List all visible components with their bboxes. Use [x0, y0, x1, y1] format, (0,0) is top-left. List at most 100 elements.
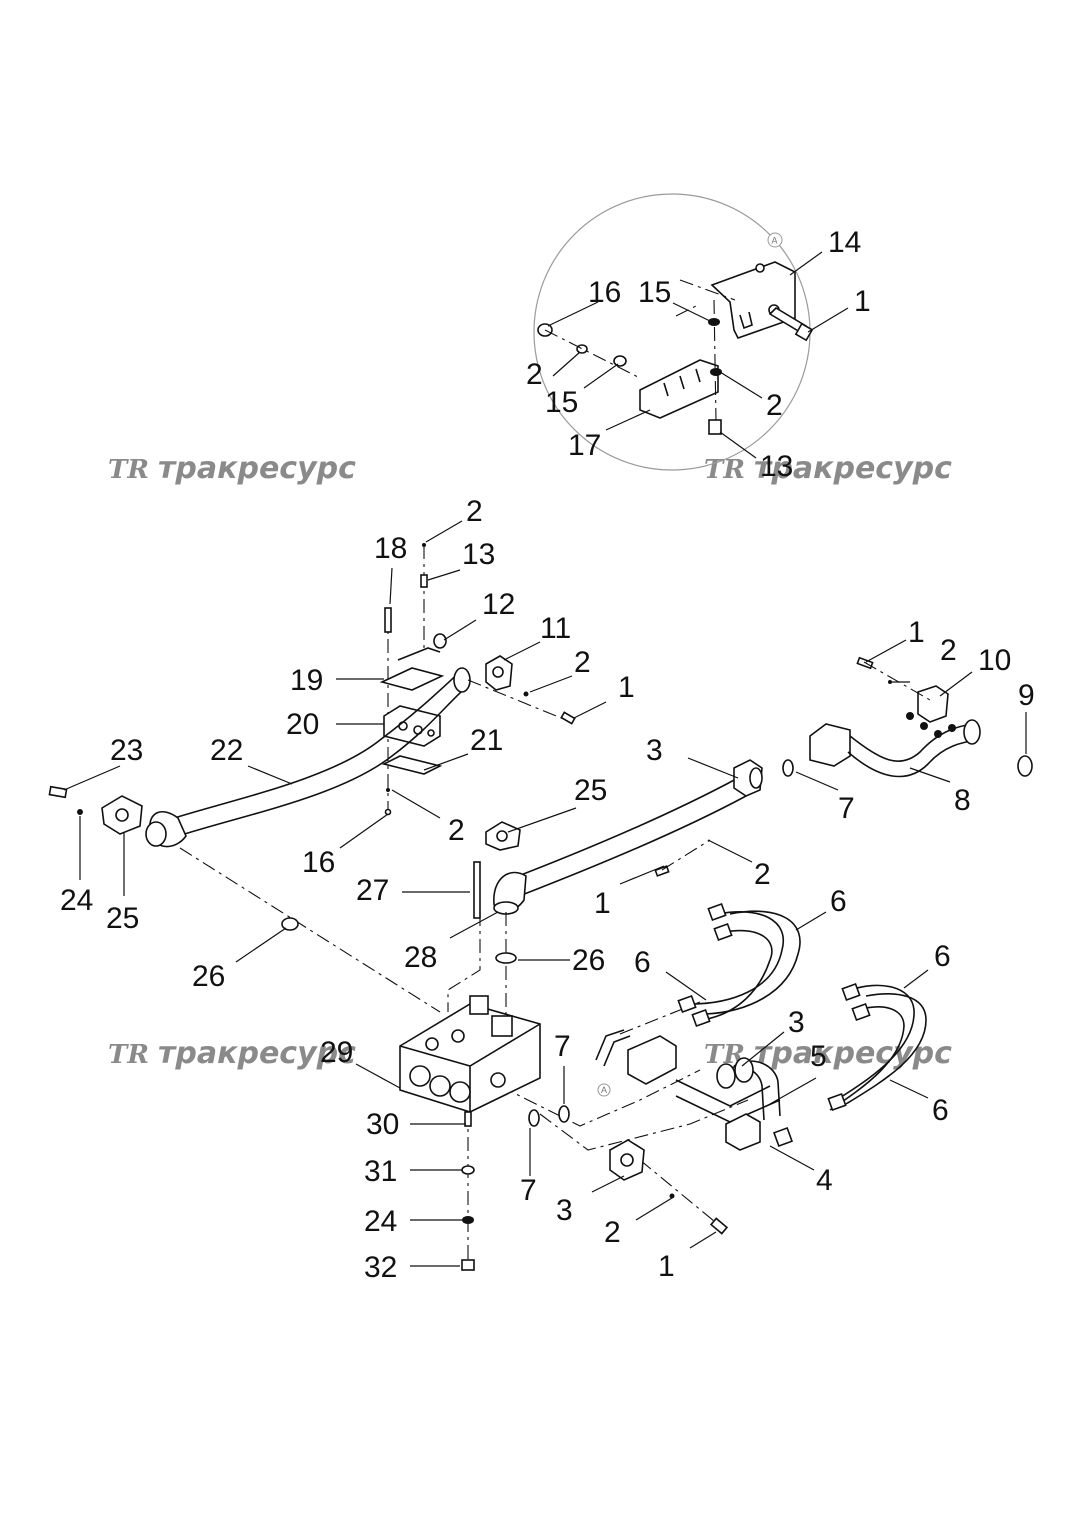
o-ring-7-b [528, 1109, 540, 1127]
callout-2: 2 [940, 634, 957, 667]
callout-16: 16 [302, 846, 335, 879]
o-ring-7 [782, 759, 794, 777]
leader [665, 971, 707, 1001]
callout-14: 14 [828, 226, 861, 259]
axis-line [661, 839, 711, 871]
leader [769, 1077, 817, 1105]
callout-2-bottom: 2 [448, 814, 465, 847]
tube-22-flange [453, 667, 471, 693]
callout-7-upper: 7 [554, 1030, 571, 1063]
watermark-4: TR тракресурс [704, 1036, 952, 1071]
detail-view-a: A 14 16 15 [526, 193, 871, 483]
flange-hole [115, 808, 129, 822]
watermark-3: TR тракресурс [108, 1036, 356, 1071]
nut [948, 724, 956, 732]
callout-6-c: 6 [934, 940, 951, 973]
leader [63, 765, 121, 791]
callout-1: 1 [854, 285, 871, 318]
washer-2-bottom [386, 788, 390, 792]
leader [427, 569, 461, 581]
callout-23: 23 [110, 734, 143, 767]
hose-6-c-top [835, 984, 915, 1101]
leader [909, 767, 951, 783]
leader [619, 865, 665, 885]
callout-28: 28 [404, 941, 437, 974]
leader [355, 1063, 401, 1089]
hose-fitting [827, 1092, 847, 1112]
leader [903, 969, 929, 989]
callout-1-lower: 1 [658, 1250, 675, 1283]
washer-15 [613, 355, 627, 367]
leader [795, 771, 839, 791]
tube-block [725, 1113, 761, 1151]
tube-8-end [963, 719, 981, 745]
tube-3-bottom [513, 795, 747, 899]
callout-7-lower: 7 [520, 1174, 537, 1207]
bracket-slot [739, 311, 753, 330]
callout-6-a: 6 [830, 885, 847, 918]
callout-10: 10 [978, 644, 1011, 677]
nut-16 [384, 808, 392, 816]
bolt-head [794, 322, 814, 342]
callout-7: 7 [838, 792, 855, 825]
washer-2-lower [669, 1193, 675, 1199]
axis-line [447, 912, 481, 1012]
leader [672, 302, 713, 323]
o-ring-9 [1017, 755, 1033, 777]
o-ring-7-a [558, 1105, 570, 1123]
callout-18: 18 [374, 532, 407, 565]
valve-fitting [451, 1029, 465, 1043]
bolt-13-upper [420, 574, 428, 588]
valve-spool [429, 1075, 451, 1097]
leader [789, 251, 823, 276]
hose-6-c-bottom [829, 1006, 905, 1111]
valve-spool [409, 1065, 431, 1087]
axis-line [467, 679, 567, 721]
nut-32 [461, 1259, 475, 1271]
washer-24-lower [462, 1216, 474, 1224]
callout-2: 2 [526, 358, 543, 391]
watermark-logo: TR [108, 455, 149, 485]
hose-fitting [707, 902, 727, 922]
plate-17 [639, 359, 719, 419]
watermark-text: тракресурс [754, 451, 952, 486]
short-tube [595, 1029, 631, 1067]
washer-2-mid [710, 368, 722, 376]
axis-line [679, 279, 736, 301]
callout-2: 2 [466, 495, 483, 528]
callout-19: 19 [290, 664, 323, 697]
hose-6-b-top [705, 910, 801, 1015]
callout-4: 4 [816, 1164, 833, 1197]
callout-20: 20 [286, 708, 319, 741]
o-ring-26-left [281, 917, 299, 931]
valve-fitting [425, 1037, 439, 1051]
right-tube-assembly: 1 2 10 9 3 7 8 25 2 1 [485, 616, 1035, 920]
callout-3: 3 [646, 734, 663, 767]
leader [339, 813, 389, 849]
axis-line [544, 329, 641, 379]
bolt-23 [48, 785, 68, 799]
axis-line [639, 1159, 721, 1227]
view-ref-marker [767, 232, 783, 248]
tube-8-bottom [847, 739, 979, 778]
leader [591, 1175, 625, 1193]
callout-13: 13 [462, 538, 495, 571]
callout-21: 21 [470, 724, 503, 757]
callout-6-d: 6 [932, 1094, 949, 1127]
leader [865, 639, 907, 663]
callout-5: 5 [810, 1040, 827, 1073]
tube-8-top [849, 723, 973, 762]
bracket-hole [755, 263, 765, 273]
callout-2-lower: 2 [604, 1216, 621, 1249]
callout-1: 1 [908, 616, 925, 649]
callout-24: 24 [364, 1205, 397, 1238]
hose-fitting [691, 1008, 711, 1028]
hose-fitting [713, 922, 733, 942]
callout-9: 9 [1018, 679, 1035, 712]
flange-hole [496, 830, 508, 842]
callout-26-left: 26 [192, 960, 225, 993]
leader [573, 701, 607, 719]
leader [423, 753, 469, 771]
leader [449, 911, 499, 939]
nut [934, 730, 942, 738]
